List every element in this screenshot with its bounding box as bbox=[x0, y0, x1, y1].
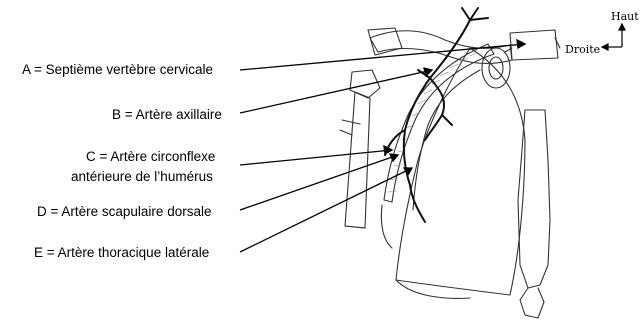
orientation-indicator bbox=[602, 24, 625, 50]
label-c-anterior-circumflex-line1: C = Artère circonflexe bbox=[86, 149, 215, 165]
label-e-lateral-thoracic-artery: E = Artère thoracique latérale bbox=[34, 245, 209, 261]
label-a-seventh-cervical-vertebra: A = Septième vertèbre cervicale bbox=[22, 62, 213, 78]
humerus bbox=[345, 92, 370, 228]
pointer-c bbox=[240, 150, 392, 165]
orientation-up-label: Haut bbox=[611, 10, 639, 23]
lateral-thoracic-artery bbox=[410, 185, 425, 222]
label-d-dorsal-scapular-artery: D = Artère scapulaire dorsale bbox=[37, 204, 211, 220]
label-c-anterior-circumflex-line2: antérieure de l’humérus bbox=[71, 169, 213, 185]
orientation-right-label: Droite bbox=[565, 43, 600, 56]
vertebra-ring bbox=[482, 48, 510, 88]
pointer-b bbox=[240, 70, 432, 113]
scapula-outline bbox=[396, 48, 525, 295]
label-b-axillary-artery: B = Artère axillaire bbox=[112, 107, 222, 123]
